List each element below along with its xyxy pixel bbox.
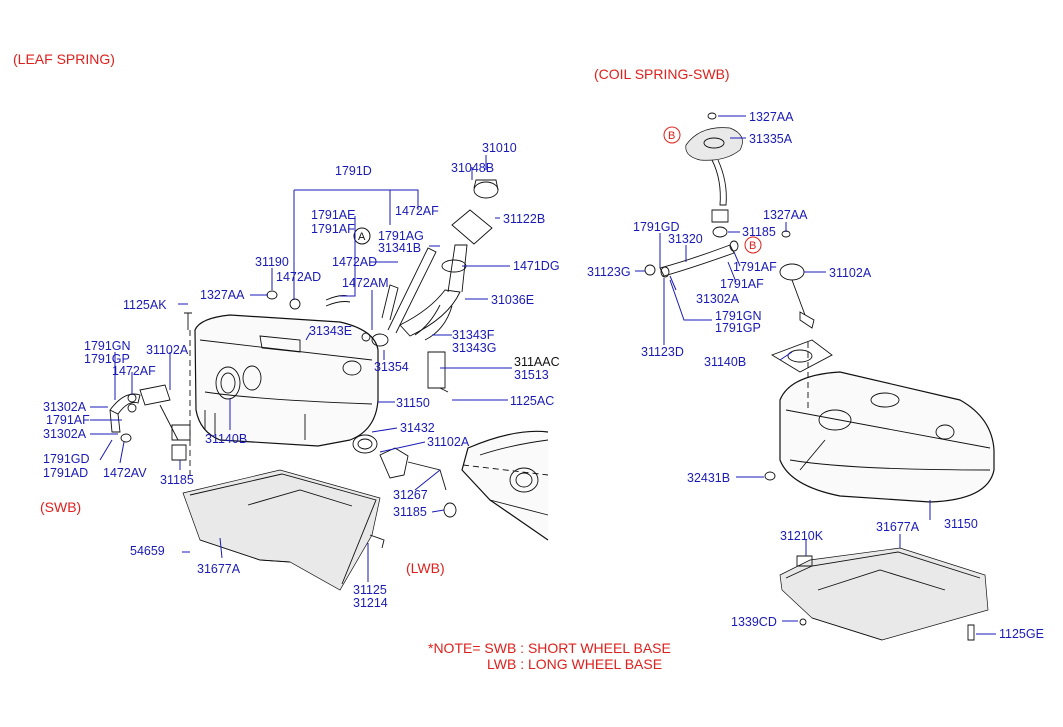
label-1125ak: 1125AK bbox=[123, 298, 167, 312]
label-31343g: 31343G bbox=[452, 341, 496, 355]
label-31214: 31214 bbox=[353, 596, 388, 610]
marker-b-lower bbox=[744, 236, 762, 254]
label-31343f: 31343F bbox=[452, 328, 495, 342]
label-r-32431b: 32431B bbox=[687, 471, 730, 485]
leaf-spring-heading: (LEAF SPRING) bbox=[13, 51, 115, 67]
label-31185-b: 31185 bbox=[393, 505, 427, 519]
right-part-labels: 1327AA 31335A 1327AA 1791GD 31320 31185 … bbox=[587, 110, 1044, 641]
swb-heading: (SWB) bbox=[40, 499, 81, 515]
note-line-2: LWB : LONG WHEEL BASE bbox=[487, 656, 662, 672]
label-1791af-top: 1791AF bbox=[311, 222, 355, 236]
label-1327aa: 1327AA bbox=[200, 288, 245, 302]
label-r-31102a: 31102A bbox=[829, 266, 872, 280]
label-54659: 54659 bbox=[130, 544, 165, 558]
label-31125: 31125 bbox=[353, 583, 387, 597]
label-31302a-b: 31302A bbox=[43, 427, 87, 441]
label-31343e: 31343E bbox=[309, 324, 352, 338]
label-31102a-b: 31102A bbox=[427, 435, 470, 449]
label-31354: 31354 bbox=[374, 360, 409, 374]
label-31190: 31190 bbox=[255, 255, 289, 269]
label-31341b: 31341B bbox=[378, 241, 421, 255]
left-part-labels: 1791D 31010 31048B 31122B 1472AF 1791AE … bbox=[43, 141, 560, 610]
label-1472af-top: 1472AF bbox=[395, 204, 439, 218]
label-31513: 31513 bbox=[514, 368, 549, 382]
label-r-31185: 31185 bbox=[742, 225, 776, 239]
label-r-1327aa-mid: 1327AA bbox=[763, 208, 808, 222]
label-1472ad-b: 1472AD bbox=[332, 255, 377, 269]
label-31140b: 31140B bbox=[205, 432, 247, 446]
label-r-31210k: 31210K bbox=[780, 529, 824, 543]
label-1791gd: 1791GD bbox=[43, 452, 90, 466]
label-311aac: 311AAC bbox=[514, 355, 560, 369]
label-1472af-left: 1472AF bbox=[112, 364, 156, 378]
label-31185-a: 31185 bbox=[160, 473, 194, 487]
label-31102a-a: 31102A bbox=[146, 343, 189, 357]
label-1791ad: 1791AD bbox=[43, 466, 88, 480]
label-31122b: 31122B bbox=[503, 212, 545, 226]
label-31267: 31267 bbox=[393, 488, 428, 502]
label-r-31140b: 31140B bbox=[704, 355, 746, 369]
label-1472am: 1472AM bbox=[342, 276, 389, 290]
label-1791af-left: 1791AF bbox=[46, 413, 90, 427]
label-r-1791af-a: 1791AF bbox=[733, 260, 777, 274]
lwb-heading: (LWB) bbox=[406, 560, 445, 576]
label-r-1791gp: 1791GP bbox=[715, 321, 761, 335]
label-r-31150: 31150 bbox=[944, 517, 978, 531]
coil-spring-heading: (COIL SPRING-SWB) bbox=[594, 66, 730, 82]
label-r-31302a: 31302A bbox=[696, 292, 740, 306]
label-1791ag: 1791AG bbox=[378, 229, 424, 243]
left-fuel-tank-drawing bbox=[109, 179, 549, 591]
label-1791d: 1791D bbox=[335, 164, 372, 178]
note-line-1: *NOTE= SWB : SHORT WHEEL BASE bbox=[428, 640, 671, 656]
label-r-1791gn: 1791GN bbox=[715, 309, 762, 323]
marker-b-lower-label: B bbox=[749, 240, 756, 252]
label-31036e: 31036E bbox=[491, 293, 534, 307]
label-31302a-a: 31302A bbox=[43, 400, 87, 414]
label-31150: 31150 bbox=[396, 396, 430, 410]
label-r-1125ge: 1125GE bbox=[999, 627, 1044, 641]
right-fuel-tank-drawing bbox=[644, 112, 995, 641]
label-31677a: 31677A bbox=[197, 562, 241, 576]
label-1791ae: 1791AE bbox=[311, 208, 355, 222]
right-leader-lines bbox=[635, 115, 996, 635]
label-r-31123g: 31123G bbox=[587, 265, 631, 279]
label-r-31335a: 31335A bbox=[749, 132, 793, 146]
label-1791gn: 1791GN bbox=[84, 339, 131, 353]
label-r-1339cd: 1339CD bbox=[731, 615, 777, 629]
label-31432: 31432 bbox=[400, 421, 435, 435]
label-1791gp: 1791GP bbox=[84, 352, 130, 366]
marker-b-upper bbox=[663, 126, 681, 144]
label-1125ac: 1125AC bbox=[510, 394, 554, 408]
label-1471dg: 1471DG bbox=[513, 259, 560, 273]
label-31048b: 31048B bbox=[451, 161, 494, 175]
marker-a-label: A bbox=[358, 231, 366, 243]
label-r-31677a: 31677A bbox=[876, 520, 920, 534]
label-1472ad-a: 1472AD bbox=[276, 270, 321, 284]
label-r-31123d: 31123D bbox=[641, 345, 684, 359]
marker-a bbox=[353, 227, 371, 245]
label-r-1791gd: 1791GD bbox=[633, 220, 680, 234]
left-leader-lines bbox=[90, 155, 512, 582]
label-1472av: 1472AV bbox=[103, 466, 147, 480]
label-r-31320: 31320 bbox=[668, 232, 703, 246]
label-r-1791af-b: 1791AF bbox=[720, 277, 764, 291]
label-31010: 31010 bbox=[482, 141, 517, 155]
marker-b-upper-label: B bbox=[668, 130, 675, 142]
label-r-1327aa-top: 1327AA bbox=[749, 110, 794, 124]
